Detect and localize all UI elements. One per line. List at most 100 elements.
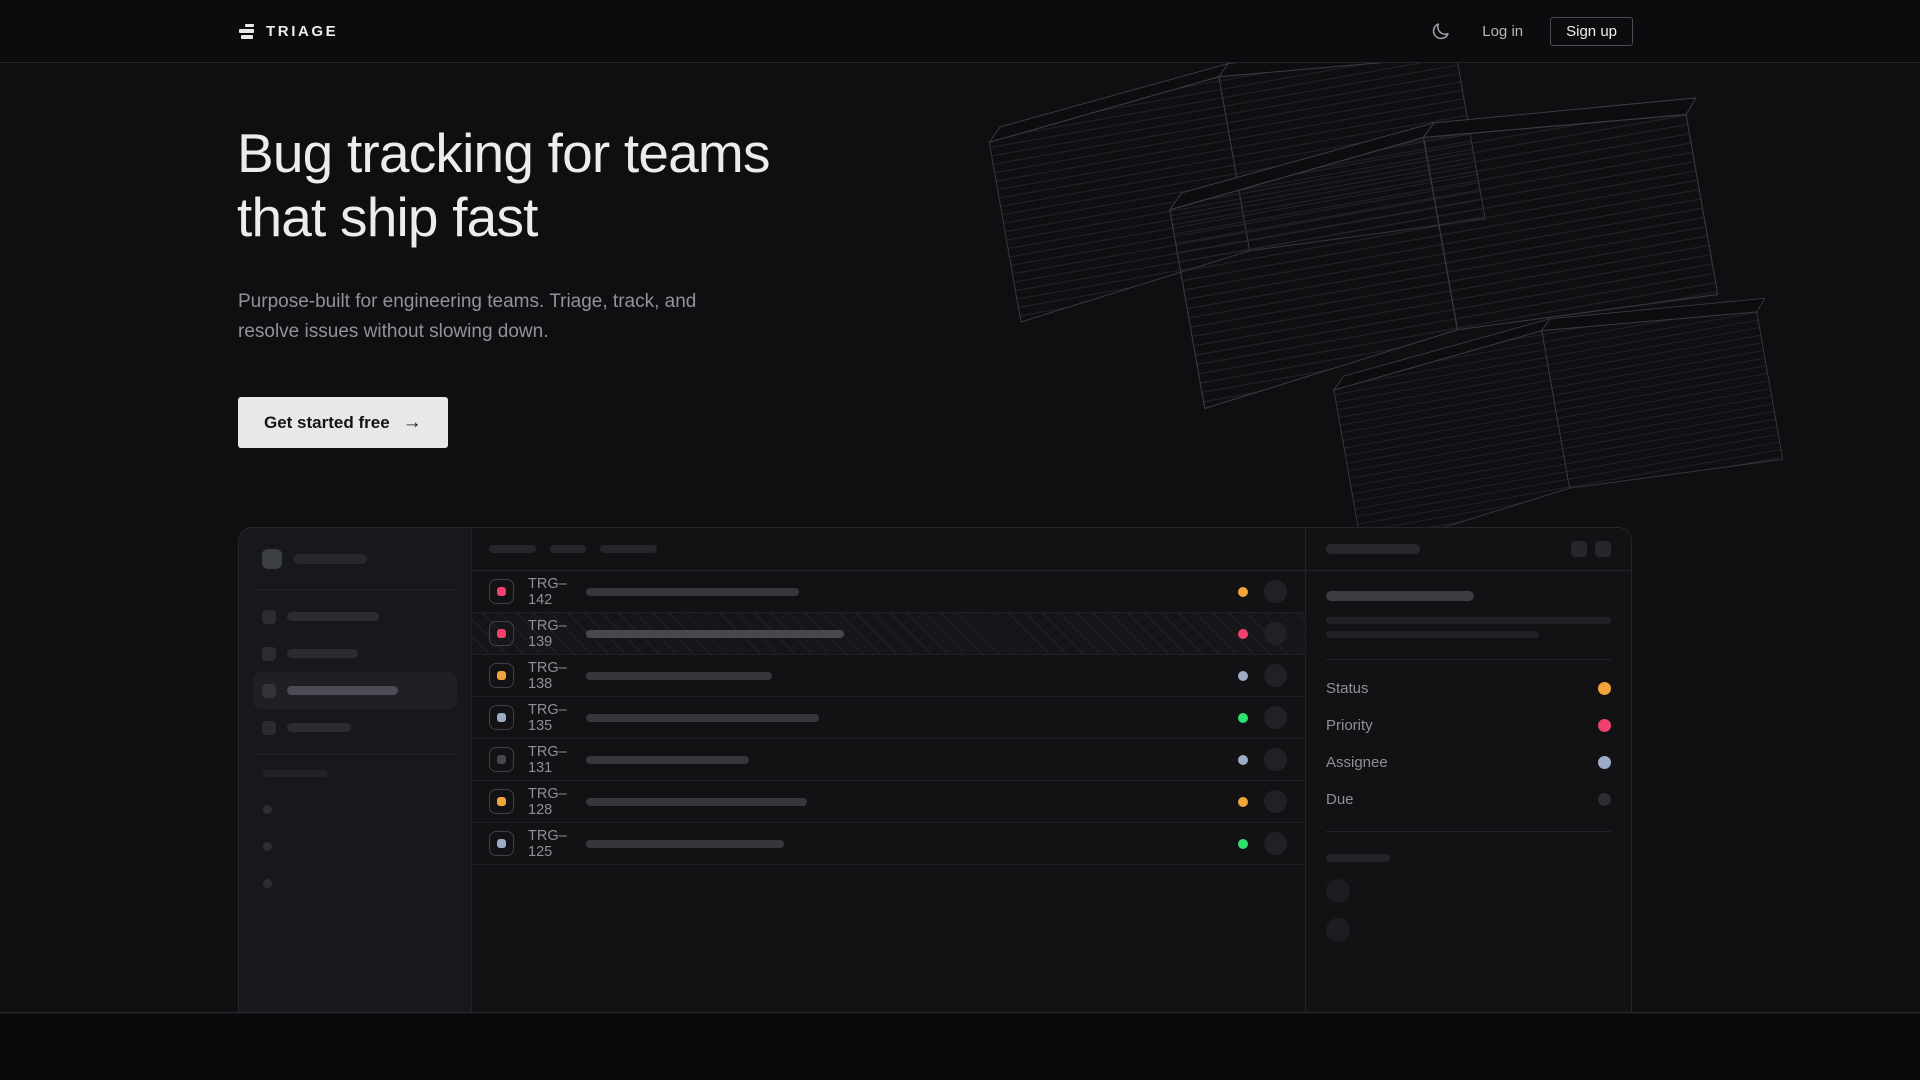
- issue-id: TRG–142: [528, 575, 567, 608]
- page-title-line2: that ship fast: [237, 186, 538, 248]
- skeleton-bar: [287, 612, 379, 621]
- mockup-sidebar-nav: [239, 590, 471, 746]
- get-started-label: Get started free: [264, 412, 390, 432]
- detail-panel-actions: [1571, 541, 1611, 557]
- issue-row-meta: [1238, 748, 1305, 771]
- mockup-sidebar: [239, 528, 472, 1012]
- login-link[interactable]: Log in: [1482, 22, 1524, 40]
- hero-section: Bug tracking for teams that ship fast Pu…: [0, 63, 1920, 1013]
- issue-assignee-avatar: [1264, 790, 1287, 813]
- skeleton-tab: [550, 545, 586, 553]
- issue-status-dot: [1238, 586, 1248, 597]
- issue-title-skeleton: [586, 713, 819, 722]
- issue-row: TRG–131: [472, 739, 1305, 781]
- brand[interactable]: TRIAGE: [238, 23, 338, 40]
- issue-status-dot: [1238, 754, 1248, 765]
- divider: [1326, 831, 1611, 832]
- issue-title-skeleton: [586, 755, 749, 764]
- issue-status-dot: [1238, 670, 1248, 681]
- skeleton-line: [1326, 631, 1539, 638]
- arrow-right-icon: →: [402, 411, 422, 433]
- skeleton-icon: [262, 609, 276, 624]
- page-title: Bug tracking for teams that ship fast: [237, 121, 770, 249]
- nav-container: TRIAGE Log in Sign up: [238, 0, 1633, 62]
- issue-status-dot: [1238, 796, 1248, 807]
- skeleton-bar: [1326, 854, 1390, 862]
- sidebar-item-skeleton-active: [253, 672, 457, 709]
- issue-type-icon: [489, 579, 514, 604]
- property-label: Status: [1326, 680, 1369, 697]
- moon-icon: [1432, 22, 1449, 39]
- property-value-dot: [1598, 682, 1611, 695]
- issue-row: TRG–135: [472, 697, 1305, 739]
- issue-row: TRG–142: [472, 571, 1305, 613]
- skeleton-tab: [489, 545, 536, 553]
- skeleton-bar: [287, 686, 398, 695]
- issue-type-icon: [489, 705, 514, 730]
- issue-assignee-avatar: [1264, 664, 1287, 687]
- skeleton-icon: [262, 720, 276, 735]
- skeleton-bar: [263, 770, 327, 777]
- skeleton-button: [1595, 541, 1611, 557]
- issue-row: TRG–125: [472, 823, 1305, 865]
- property-label: Due: [1326, 791, 1354, 808]
- issue-status-dot: [1238, 712, 1248, 723]
- issue-type-icon: [489, 621, 514, 646]
- issue-row-meta: [1238, 706, 1305, 729]
- issue-row-meta: [1238, 622, 1305, 645]
- issue-row-meta: [1238, 664, 1305, 687]
- issue-assignee-avatar: [1264, 706, 1287, 729]
- issue-type-icon: [489, 789, 514, 814]
- issue-list-column: TRG–142 TRG–139 TRG–138 TRG–135: [472, 528, 1305, 1012]
- issue-row-meta: [1238, 580, 1305, 603]
- issue-id: TRG–131: [528, 743, 567, 776]
- hero-subtitle-line2: resolve issues without slowing down.: [238, 321, 549, 342]
- skeleton-bar: [287, 723, 351, 732]
- divider: [254, 754, 456, 755]
- issue-title-skeleton: [586, 797, 807, 806]
- issue-title-skeleton: [586, 587, 799, 596]
- issue-assignee-avatar: [1264, 622, 1287, 645]
- get-started-button[interactable]: Get started free →: [238, 397, 448, 448]
- issue-title-skeleton: [586, 629, 844, 638]
- property-value-dot: [1598, 719, 1611, 732]
- issue-type-icon: [489, 747, 514, 772]
- skeleton-button: [1571, 541, 1587, 557]
- issue-row-meta: [1238, 790, 1305, 813]
- skeleton-avatar: [1326, 918, 1350, 942]
- detail-panel-body: Status Priority Assignee Due: [1306, 591, 1631, 942]
- skeleton-dot: [263, 805, 272, 814]
- sidebar-item-skeleton: [253, 709, 457, 746]
- workspace-avatar: [262, 549, 282, 569]
- skeleton-icon: [262, 683, 276, 698]
- issue-title-skeleton: [586, 839, 784, 848]
- property-list: Status Priority Assignee Due: [1326, 660, 1611, 818]
- issue-row: TRG–128: [472, 781, 1305, 823]
- skeleton-bar: [287, 649, 358, 658]
- skeleton-title: [1326, 591, 1474, 601]
- page-title-line1: Bug tracking for teams: [237, 122, 770, 184]
- skeleton-dot: [263, 879, 272, 888]
- top-nav: TRIAGE Log in Sign up: [0, 0, 1920, 63]
- skeleton-dot: [263, 842, 272, 851]
- sidebar-item-skeleton: [253, 635, 457, 672]
- signup-button[interactable]: Sign up: [1550, 16, 1633, 46]
- issue-assignee-avatar: [1264, 580, 1287, 603]
- issue-detail-panel: Status Priority Assignee Due: [1305, 528, 1631, 1012]
- issue-status-dot: [1238, 628, 1248, 639]
- issue-id: TRG–138: [528, 659, 567, 692]
- issue-id: TRG–139: [528, 617, 567, 650]
- property-value-dot: [1598, 793, 1611, 806]
- issue-status-dot: [1238, 838, 1248, 849]
- skeleton-avatar: [1326, 879, 1350, 903]
- hero-subtitle: Purpose-built for engineering teams. Tri…: [238, 287, 696, 347]
- skeleton-tab: [600, 545, 657, 553]
- skeleton-bar: [293, 554, 367, 564]
- product-mockup: TRG–142 TRG–139 TRG–138 TRG–135: [238, 527, 1632, 1012]
- issue-assignee-avatar: [1264, 748, 1287, 771]
- issue-row: TRG–139: [472, 613, 1305, 655]
- property-row: Assignee: [1326, 744, 1611, 781]
- theme-toggle-button[interactable]: [1425, 16, 1455, 46]
- sidebar-item-skeleton: [253, 598, 457, 635]
- detail-panel-header: [1306, 528, 1631, 571]
